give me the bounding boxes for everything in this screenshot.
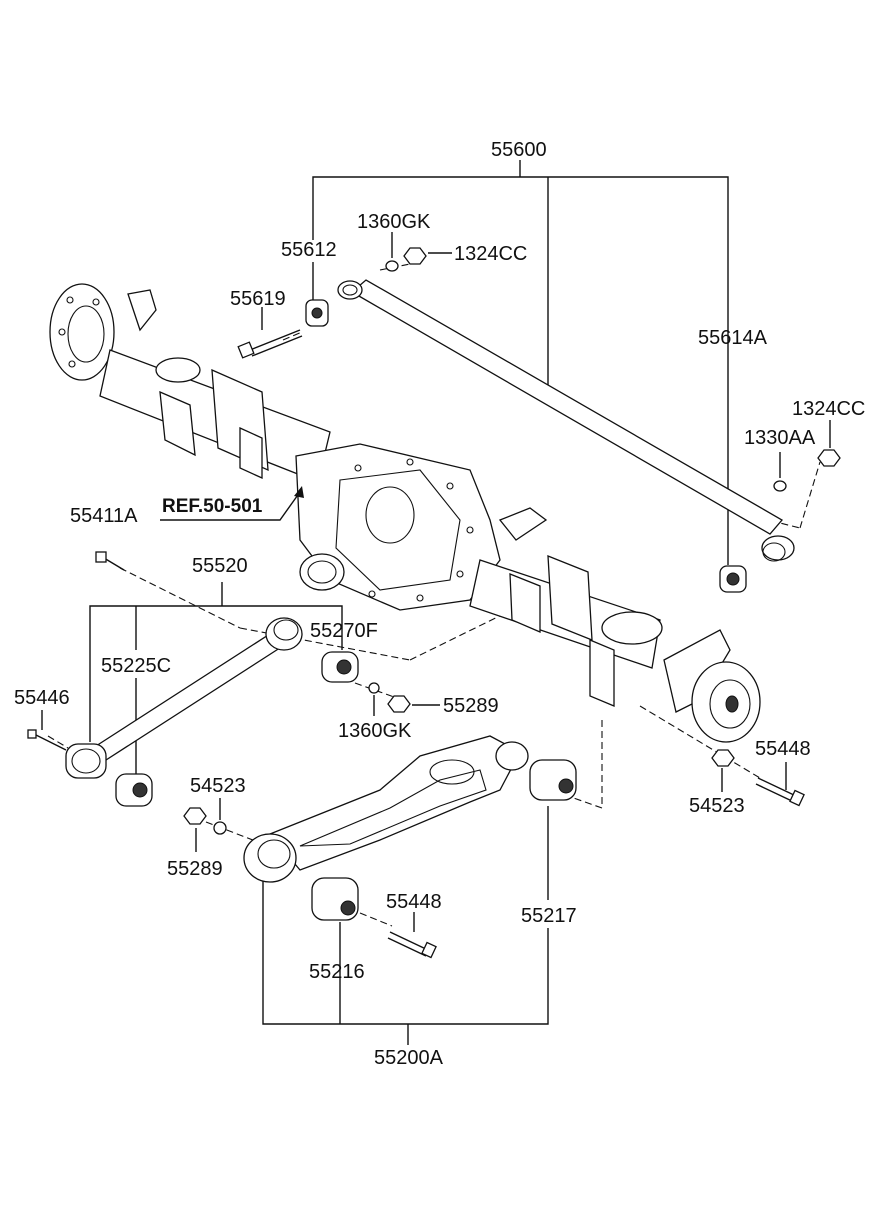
label-55600: 55600 bbox=[491, 139, 547, 161]
label-55289-mid: 55289 bbox=[443, 695, 499, 717]
label-55448-low: 55448 bbox=[386, 891, 442, 913]
label-55217: 55217 bbox=[521, 905, 577, 927]
lower-control-arm bbox=[183, 735, 805, 959]
label-55411a: 55411A bbox=[70, 505, 138, 527]
label-55446: 55446 bbox=[14, 687, 70, 709]
label-54523-right: 54523 bbox=[689, 795, 745, 817]
label-55225c: 55225C bbox=[101, 655, 171, 677]
rear-axle-housing bbox=[49, 283, 761, 743]
label-1360gk-mid: 1360GK bbox=[338, 720, 412, 742]
label-55216: 55216 bbox=[309, 961, 365, 983]
label-ref-50-501: REF.50-501 bbox=[162, 496, 263, 517]
reference-arrow bbox=[160, 486, 304, 521]
label-55448-right: 55448 bbox=[755, 738, 811, 760]
label-1330aa: 1330AA bbox=[744, 427, 816, 449]
label-55289-left: 55289 bbox=[167, 858, 223, 880]
upper-control-rod bbox=[237, 247, 841, 593]
label-55200a: 55200A bbox=[374, 1047, 444, 1069]
label-1324cc-right: 1324CC bbox=[792, 398, 865, 420]
label-54523-left: 54523 bbox=[190, 775, 246, 797]
label-55614a: 55614A bbox=[698, 327, 768, 349]
part-labels: 55600 1360GK 55612 1324CC 55619 55614A 1… bbox=[14, 139, 865, 1069]
label-55612: 55612 bbox=[281, 239, 337, 261]
lateral-link bbox=[27, 551, 411, 807]
label-55520: 55520 bbox=[192, 555, 248, 577]
label-55270f: 55270F bbox=[310, 620, 378, 642]
label-1324cc-top: 1324CC bbox=[454, 243, 527, 265]
label-55619: 55619 bbox=[230, 288, 286, 310]
label-1360gk-top: 1360GK bbox=[357, 211, 431, 233]
